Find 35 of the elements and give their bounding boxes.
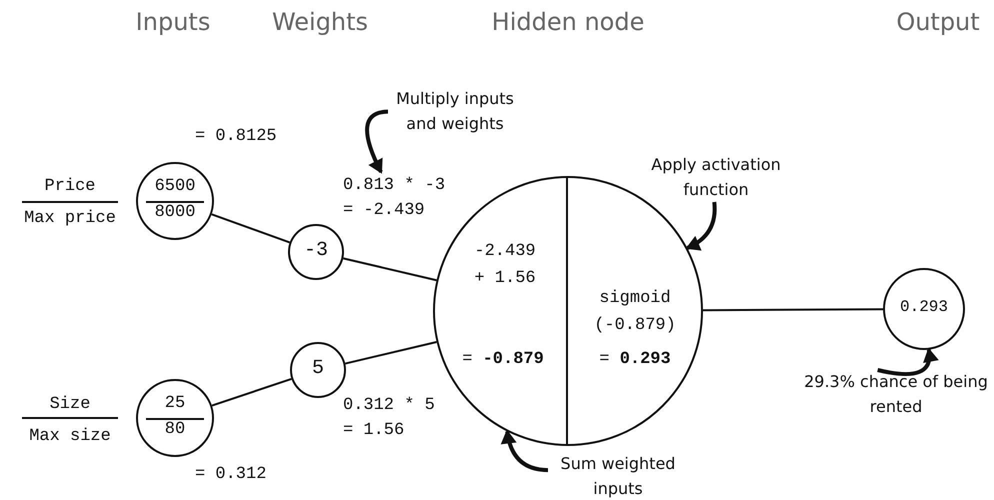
value-text: 8000 bbox=[154, 202, 196, 223]
value-text: 80 bbox=[164, 419, 186, 440]
curved-arrow bbox=[501, 430, 548, 472]
calculation-text: 0.312 * 5 = 1.56 bbox=[343, 395, 436, 442]
variable-name: Max size bbox=[29, 426, 111, 448]
curved-arrow bbox=[686, 202, 717, 250]
connector-line bbox=[343, 257, 437, 282]
equation-text: -2.439 + 1.56 bbox=[473, 241, 537, 290]
column-heading: Output bbox=[896, 7, 980, 38]
column-heading: Weights bbox=[272, 7, 368, 38]
annotation-text: Multiply inputs and weights bbox=[395, 88, 515, 135]
equation-text: = -0.879 bbox=[461, 349, 545, 371]
value-text: 6500 bbox=[154, 176, 196, 197]
annotation-text: 29.3% chance of being rented bbox=[803, 371, 989, 418]
equation-text: = 0.293 bbox=[598, 349, 672, 371]
annotation-text: Sum weighted inputs bbox=[560, 453, 676, 500]
connector-line bbox=[212, 378, 292, 407]
connector-line bbox=[703, 308, 883, 312]
value-text: = 0.312 bbox=[195, 464, 266, 486]
connector-line bbox=[211, 213, 290, 244]
calculation-text: 0.813 * -3 = -2.439 bbox=[343, 175, 446, 222]
value-text: 0.293 bbox=[898, 297, 949, 317]
value-text: -3 bbox=[302, 239, 329, 263]
variable-name: Size bbox=[50, 394, 90, 416]
equation-text: sigmoid (-0.879) bbox=[593, 288, 677, 337]
variable-name: Max price bbox=[24, 208, 116, 230]
column-heading: Hidden node bbox=[492, 7, 644, 38]
column-heading: Inputs bbox=[136, 7, 210, 38]
annotation-text: Apply activation function bbox=[650, 154, 782, 201]
value-text: = 0.8125 bbox=[195, 126, 277, 148]
connector-line bbox=[345, 341, 437, 365]
value-text: 25 bbox=[164, 393, 186, 414]
variable-name: Price bbox=[44, 176, 96, 198]
value-text: 5 bbox=[310, 357, 325, 381]
curved-arrow bbox=[877, 348, 938, 376]
